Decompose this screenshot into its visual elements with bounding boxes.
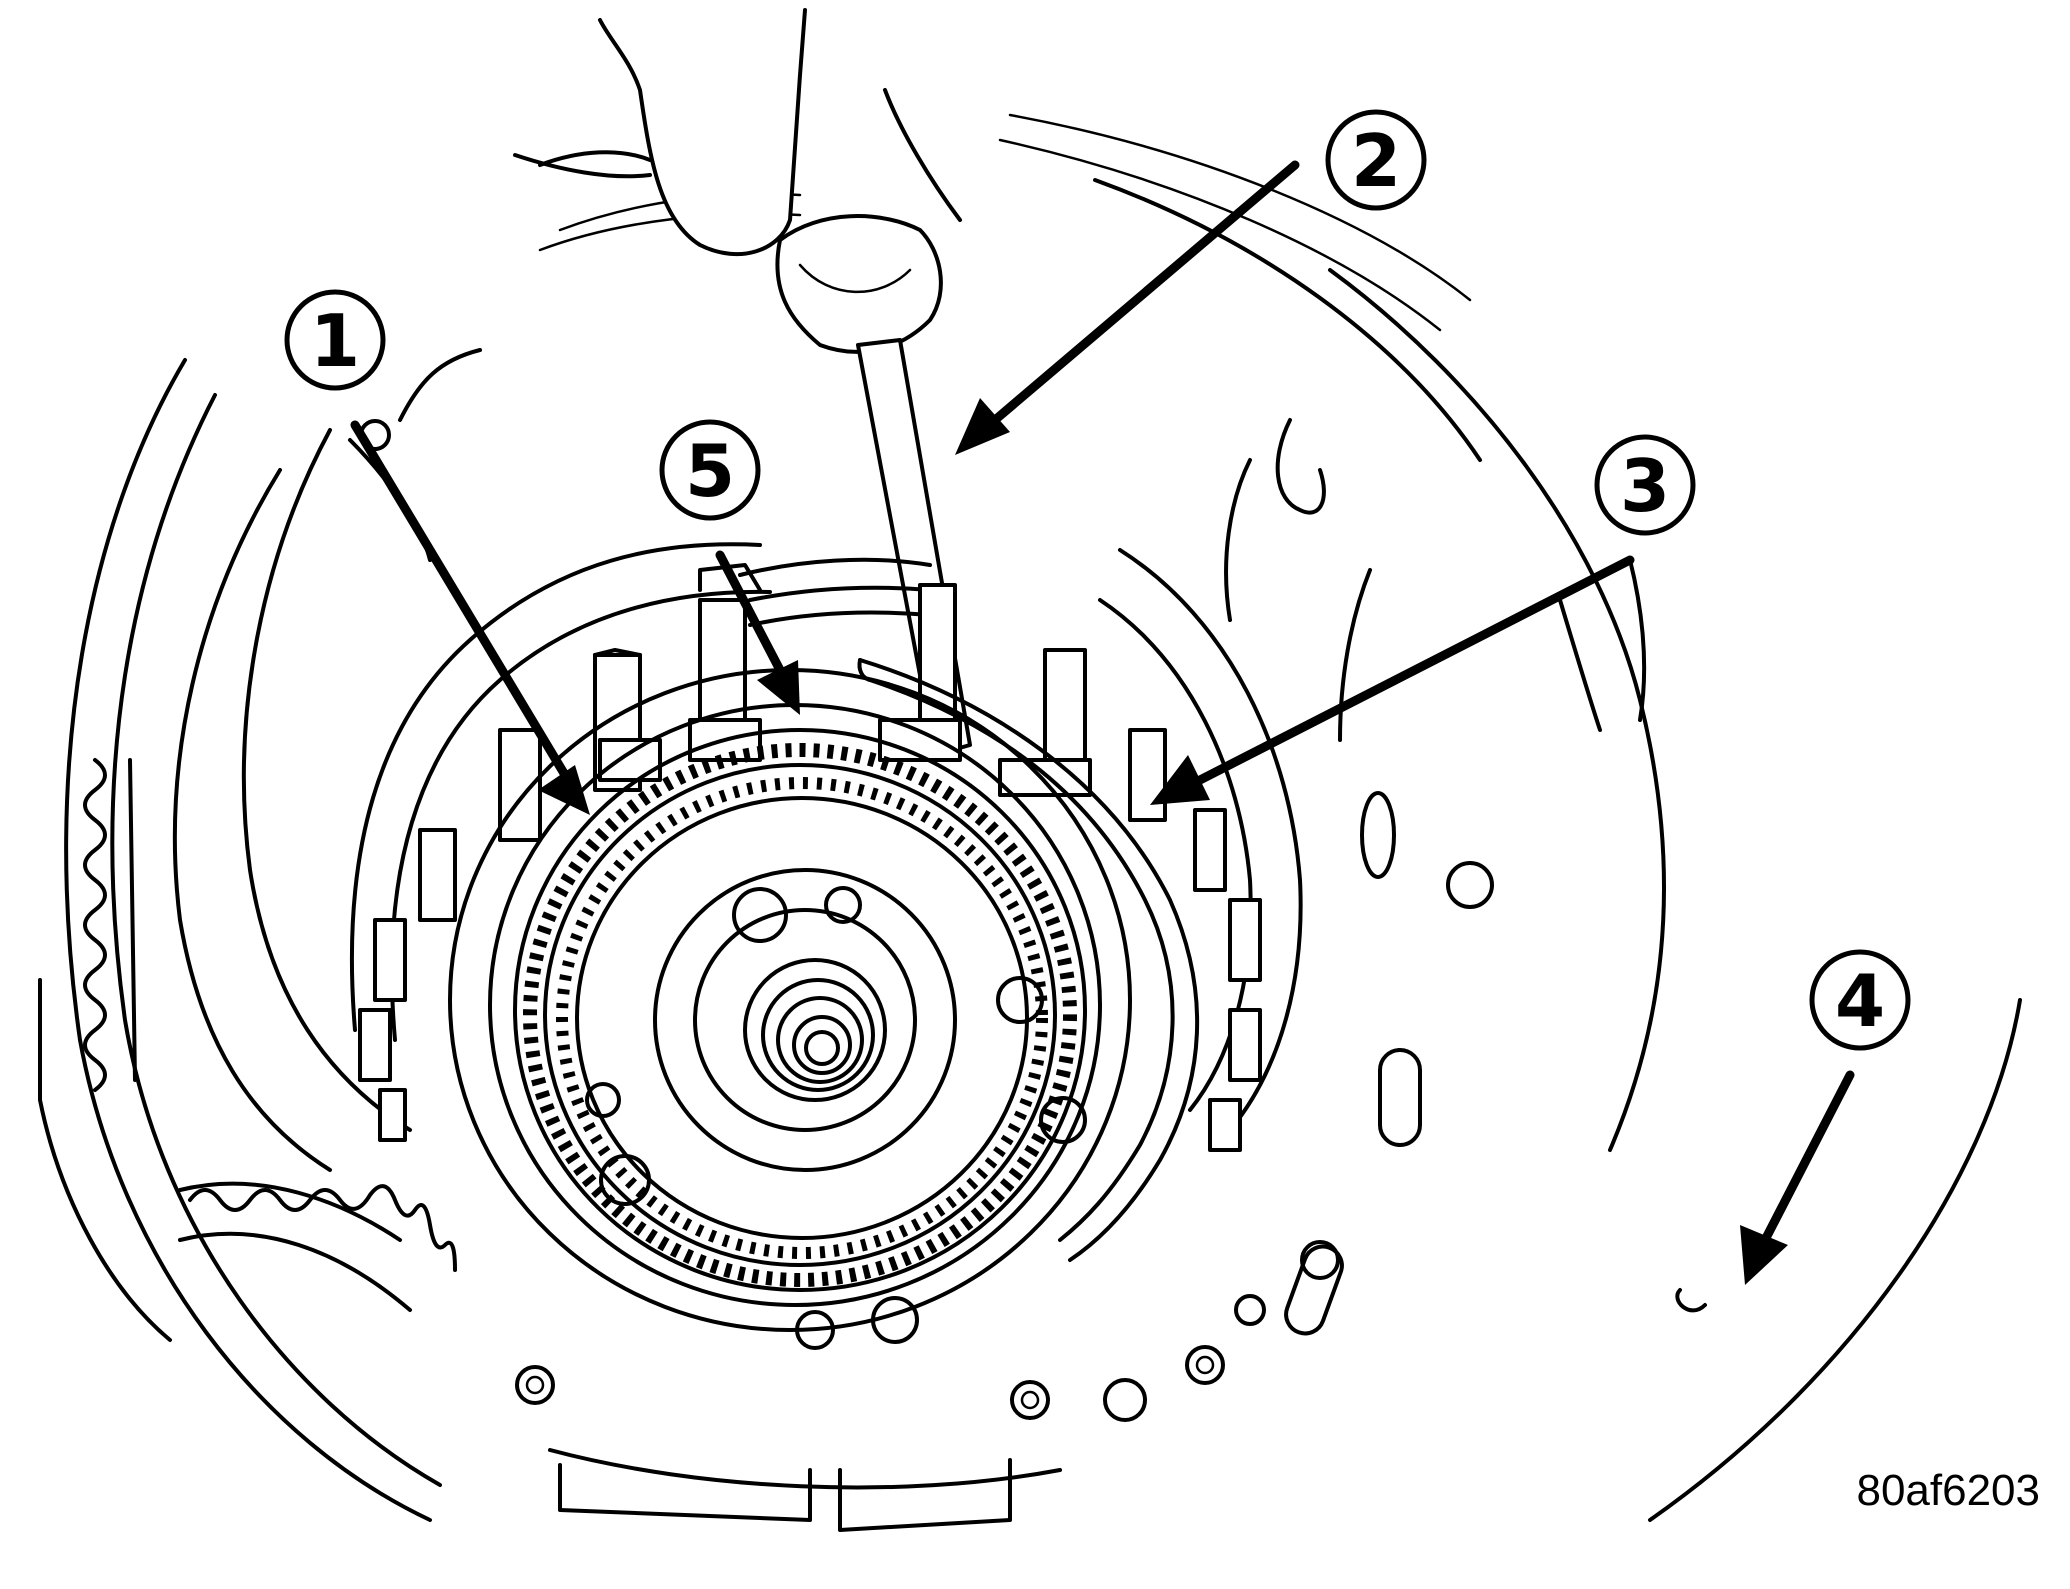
callout-4-number: 4: [1835, 959, 1885, 1043]
hub: [585, 868, 1087, 1350]
bottom-left-gear-teeth: [188, 1184, 457, 1272]
callout-3: 3: [1150, 434, 1696, 805]
callout-2-number: 2: [1351, 119, 1401, 203]
inner-gear-teeth: [523, 743, 1077, 1287]
callout-2: 2: [955, 109, 1427, 455]
housing-bolt-holes: [515, 791, 1707, 1422]
callout-4: 4: [1740, 949, 1911, 1285]
callout-5: 5: [659, 419, 800, 715]
right-housing-features: [1224, 418, 1647, 742]
left-housing-spoke: [172, 348, 482, 1242]
callout-1: 1: [284, 289, 590, 815]
callout-1-number: 1: [310, 299, 360, 383]
figure-code: 80af6203: [1856, 1466, 2040, 1515]
transmission-housing: [38, 113, 2022, 1532]
clutch-basket: [349, 542, 1303, 1152]
left-gear-teeth: [83, 758, 107, 1092]
callout-3-number: 3: [1620, 444, 1670, 528]
callout-5-number: 5: [685, 429, 735, 513]
